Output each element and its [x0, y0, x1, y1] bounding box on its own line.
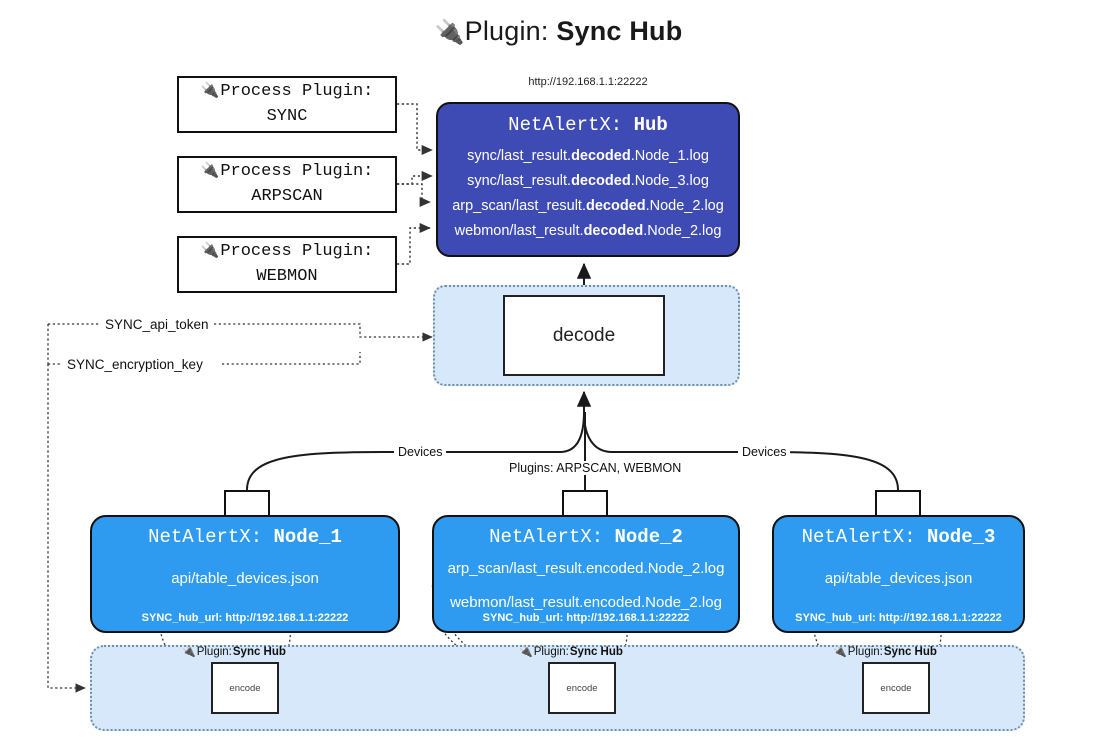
- process-plugin-name: SYNC: [266, 106, 308, 126]
- encode-caption: 🔌Plugin: Sync Hub: [519, 645, 623, 659]
- process-plugin-name: WEBMON: [256, 266, 318, 286]
- hub-node-box[interactable]: NetAlertX: Hub sync/last_result.decoded.…: [436, 102, 740, 257]
- process-plugin-label: Process Plugin:: [220, 161, 374, 181]
- encode-caption-name: Sync Hub: [883, 645, 937, 658]
- hub-log-bold: decoded: [571, 172, 631, 189]
- hub-title-prefix: NetAlertX:: [508, 114, 634, 136]
- node-footer: SYNC_hub_url: http://192.168.1.1:22222: [482, 612, 690, 624]
- process-plugin-label: Process Plugin:: [220, 81, 374, 101]
- process-plugin-box-sync[interactable]: 🔌Process Plugin: SYNC: [177, 76, 397, 133]
- encode-caption-prefix: Plugin:: [847, 645, 883, 658]
- hub-log-line: sync/last_result.decoded.Node_1.log: [438, 144, 738, 169]
- process-plugin-label: Process Plugin:: [220, 241, 374, 261]
- process-plugin-box-webmon[interactable]: 🔌Process Plugin: WEBMON: [177, 236, 397, 293]
- edge-label-devices-right: Devices: [738, 445, 791, 459]
- edge-label-devices-left: Devices: [394, 445, 447, 459]
- node-box-node-2[interactable]: NetAlertX: Node_2 arp_scan/last_result.e…: [432, 515, 740, 633]
- process-plugin-box-arpscan[interactable]: 🔌Process Plugin: ARPSCAN: [177, 156, 397, 213]
- hub-url-label: http://192.168.1.1:22222: [528, 76, 648, 88]
- node-title: NetAlertX: Node_2: [489, 526, 683, 548]
- decode-box[interactable]: decode: [503, 295, 665, 376]
- plug-icon: 🔌: [200, 243, 220, 261]
- node-title-name: Node_3: [927, 526, 996, 548]
- encode-caption-prefix: Plugin:: [196, 645, 232, 658]
- hub-log-pre: arp_scan/last_result.: [452, 197, 586, 214]
- hub-log-bold: decoded: [583, 222, 644, 239]
- plug-icon: 🔌: [434, 19, 465, 46]
- encode-caption-prefix: Plugin:: [533, 645, 569, 658]
- plug-icon: 🔌: [200, 163, 220, 181]
- encode-box[interactable]: encode: [862, 662, 930, 714]
- hub-log-pre: sync/last_result.: [467, 148, 572, 164]
- plug-icon: 🔌: [200, 83, 220, 101]
- hub-log-pre: webmon/last_result.: [454, 222, 584, 239]
- hub-log-pre: sync/last_result.: [467, 172, 572, 189]
- hub-log-line: sync/last_result.decoded.Node_3.log: [438, 169, 738, 194]
- hub-log-post: .Node_2.log: [643, 222, 722, 239]
- plug-icon: 🔌: [833, 646, 847, 658]
- encode-caption: 🔌Plugin: Sync Hub: [833, 645, 937, 659]
- plugin-to-hub-edges: [397, 103, 433, 265]
- nodes-to-decode-edges: [246, 390, 899, 491]
- hub-title-name: Hub: [633, 114, 668, 136]
- node-line: arp_scan/last_result.encoded.Node_2.log: [447, 560, 725, 577]
- node-footer: SYNC_hub_url: http://192.168.1.1:22222: [141, 612, 349, 624]
- node-footer: SYNC_hub_url: http://192.168.1.1:22222: [795, 612, 1002, 624]
- hub-log-bold: decoded: [585, 197, 646, 214]
- page-title: 🔌Plugin: Sync Hub: [0, 16, 1117, 47]
- plug-icon: 🔌: [182, 646, 196, 658]
- node-box-node-1[interactable]: NetAlertX: Node_1 api/table_devices.json…: [90, 515, 400, 633]
- hub-log-post: .Node_1.log: [630, 148, 709, 164]
- node-title-prefix: NetAlertX:: [148, 526, 274, 548]
- encode-box[interactable]: encode: [548, 662, 616, 714]
- hub-title: NetAlertX: Hub: [508, 114, 668, 136]
- node-line: api/table_devices.json: [171, 570, 319, 587]
- node-box-node-3[interactable]: NetAlertX: Node_3 api/table_devices.json…: [772, 515, 1025, 633]
- setting-label-api-token: SYNC_api_token: [102, 317, 212, 332]
- encode-caption-name: Sync Hub: [569, 645, 623, 658]
- hub-log-bold: decoded: [571, 148, 631, 164]
- encode-box[interactable]: encode: [211, 662, 279, 714]
- hub-log-post: .Node_3.log: [630, 172, 709, 189]
- plug-icon: 🔌: [519, 646, 533, 658]
- node-title-prefix: NetAlertX:: [489, 526, 615, 548]
- hub-log-post: .Node_2.log: [645, 197, 724, 214]
- page-title-prefix: Plugin:: [464, 16, 557, 46]
- node-line: webmon/last_result.encoded.Node_2.log: [450, 594, 722, 612]
- encode-caption: 🔌Plugin: Sync Hub: [182, 645, 286, 659]
- hub-log-line: arp_scan/last_result.decoded.Node_2.log: [438, 194, 738, 219]
- edge-label-plugins: Plugins: ARPSCAN, WEBMON: [505, 461, 686, 475]
- page-title-name: Sync Hub: [556, 16, 683, 46]
- setting-label-encryption-key: SYNC_encryption_key: [64, 357, 206, 372]
- node-title: NetAlertX: Node_3: [802, 526, 996, 548]
- encode-caption-name: Sync Hub: [232, 645, 286, 658]
- node-title: NetAlertX: Node_1: [148, 526, 342, 548]
- node-title-name: Node_1: [273, 526, 342, 548]
- node-title-name: Node_2: [614, 526, 683, 548]
- hub-log-line: webmon/last_result.decoded.Node_2.log: [438, 219, 738, 244]
- process-plugin-name: ARPSCAN: [251, 186, 323, 206]
- node-line: api/table_devices.json: [824, 570, 973, 587]
- node-title-prefix: NetAlertX:: [801, 526, 927, 548]
